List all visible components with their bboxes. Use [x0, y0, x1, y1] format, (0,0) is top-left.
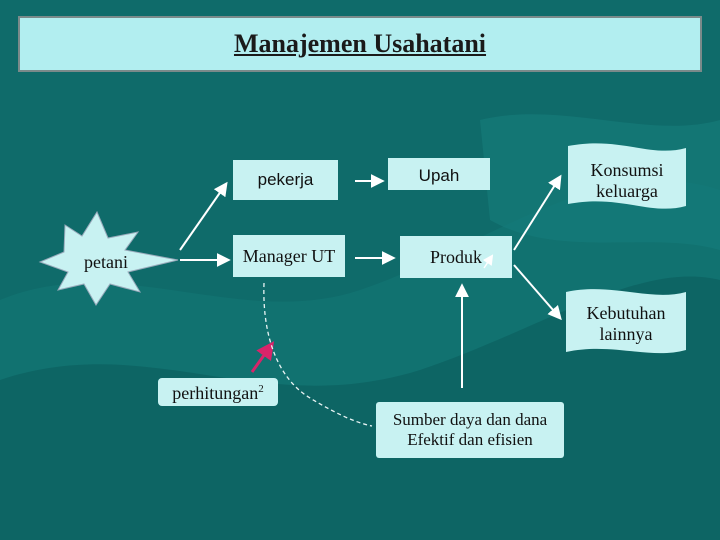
konsumsi-line1: Konsumsi: [590, 160, 664, 180]
produk-box: [400, 236, 512, 278]
petani-label: petani: [84, 252, 128, 272]
arrow-to-kebutuhan: [513, 264, 562, 321]
kebutuhan-line2: lainnya: [599, 323, 653, 344]
arrow-small-produk: [482, 254, 494, 269]
title-box: Manajemen Usahatani: [18, 16, 702, 72]
produk-label: Produk: [429, 247, 482, 267]
manager-box: [233, 235, 345, 277]
kebutuhan-flag-shape: [566, 289, 686, 354]
pekerja-box: [233, 160, 338, 200]
perhitungan-superscript: 2: [258, 383, 264, 395]
perhitungan-box: [158, 378, 278, 406]
konsumsi-label: Konsumsi keluarga: [572, 160, 682, 201]
upah-label: Upah: [418, 166, 460, 185]
kebutuhan-label: Kebutuhan lainnya: [570, 303, 682, 344]
page-title: Manajemen Usahatani: [233, 29, 487, 58]
sumber-line1: Sumber daya dan dana: [392, 410, 548, 429]
konsumsi-line2: keluarga: [596, 180, 658, 201]
manager-label: Manager UT: [242, 246, 336, 266]
konsumsi-flag-shape: [568, 143, 686, 209]
arrow-to-konsumsi: [513, 174, 562, 251]
sumber-label: Sumber daya dan dana Efektif dan efisien: [376, 410, 564, 449]
sumber-box: [376, 402, 564, 458]
kebutuhan-line1: Kebutuhan: [586, 303, 666, 323]
perhitungan-text: perhitungan: [172, 383, 259, 403]
sumber-line2: Efektif dan efisien: [407, 429, 533, 449]
pekerja-label: pekerja: [257, 170, 314, 189]
upah-box: [388, 158, 490, 190]
arrow-to-pekerja: [179, 181, 228, 251]
dashed-connector: [263, 282, 373, 427]
arrow-perhitungan-accent: [250, 341, 275, 373]
petani-burst-shape: [38, 210, 179, 306]
perhitungan-label: perhitungan2: [158, 383, 278, 404]
